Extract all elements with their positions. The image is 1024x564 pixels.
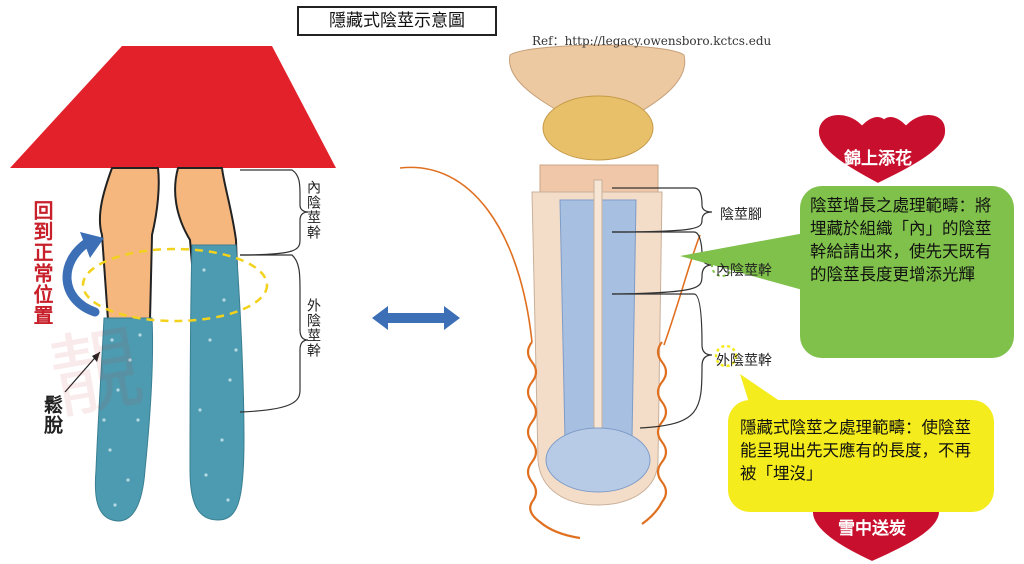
diagram-title: 隱藏式陰莖示意圖 — [297, 6, 497, 36]
sleeve-dots — [102, 268, 238, 507]
green-callout: 陰莖增長之處理範疇：將埋藏於組織「內」的陰莖幹給請出來，使先天既有的陰莖長度更增… — [800, 186, 1014, 358]
bracket-inner-left — [239, 169, 309, 256]
loose-sleeve-left — [94, 317, 154, 522]
skin-outline-arc-right — [663, 234, 701, 346]
outer-shaft-label-right: 外陰莖幹 — [716, 353, 772, 369]
return-arrow-head — [80, 232, 104, 258]
outer-shaft-label-left: 外陰莖幹 — [305, 298, 321, 358]
skin-outline-arc — [399, 166, 533, 343]
loose-pointer-head — [92, 352, 100, 362]
loose-label: 鬆脫 — [41, 395, 63, 435]
junction-highlight-ellipse — [81, 247, 269, 323]
bracket-outer-right — [612, 293, 713, 429]
wavy-skin-right — [641, 341, 668, 525]
reference-source: Ref：http://legacy.owensboro.kctcs.edu — [532, 34, 772, 48]
yellow-callout: 隱藏式陰莖之處理範疇：使陰莖能呈現出先天應有的長度，不再被「埋沒」 — [728, 400, 994, 512]
return-position-label: 回到正常位置 — [30, 200, 54, 326]
bracket-outer-left — [239, 254, 309, 413]
red-pubic-base — [10, 46, 336, 168]
loose-pointer-line — [64, 351, 101, 393]
heart-icon-top — [816, 112, 948, 186]
crus-label: 陰莖腳 — [720, 207, 762, 223]
green-callout-pointer — [680, 232, 810, 292]
loose-sleeve-right — [189, 244, 245, 521]
inner-shaft-label-left: 內陰莖幹 — [305, 180, 321, 240]
heart-label-top: 錦上添花 — [844, 149, 912, 169]
wavy-skin-left — [526, 341, 581, 540]
return-arrow — [62, 237, 100, 317]
heart-label-bottom: 雪中送炭 — [838, 519, 906, 539]
double-arrow — [372, 306, 460, 330]
outer-label-marker — [714, 344, 738, 368]
inner-shaft-label-right: 內陰莖幹 — [716, 263, 772, 279]
anatomy-illustration — [509, 44, 686, 506]
green-callout-text: 陰莖增長之處理範疇：將埋藏於組織「內」的陰莖幹給請出來，使先天既有的陰莖長度更增… — [810, 196, 992, 284]
bracket-crus — [611, 187, 713, 233]
yellow-callout-text: 隱藏式陰莖之處理範疇：使陰莖能呈現出先天應有的長度，不再被「埋沒」 — [740, 418, 971, 483]
